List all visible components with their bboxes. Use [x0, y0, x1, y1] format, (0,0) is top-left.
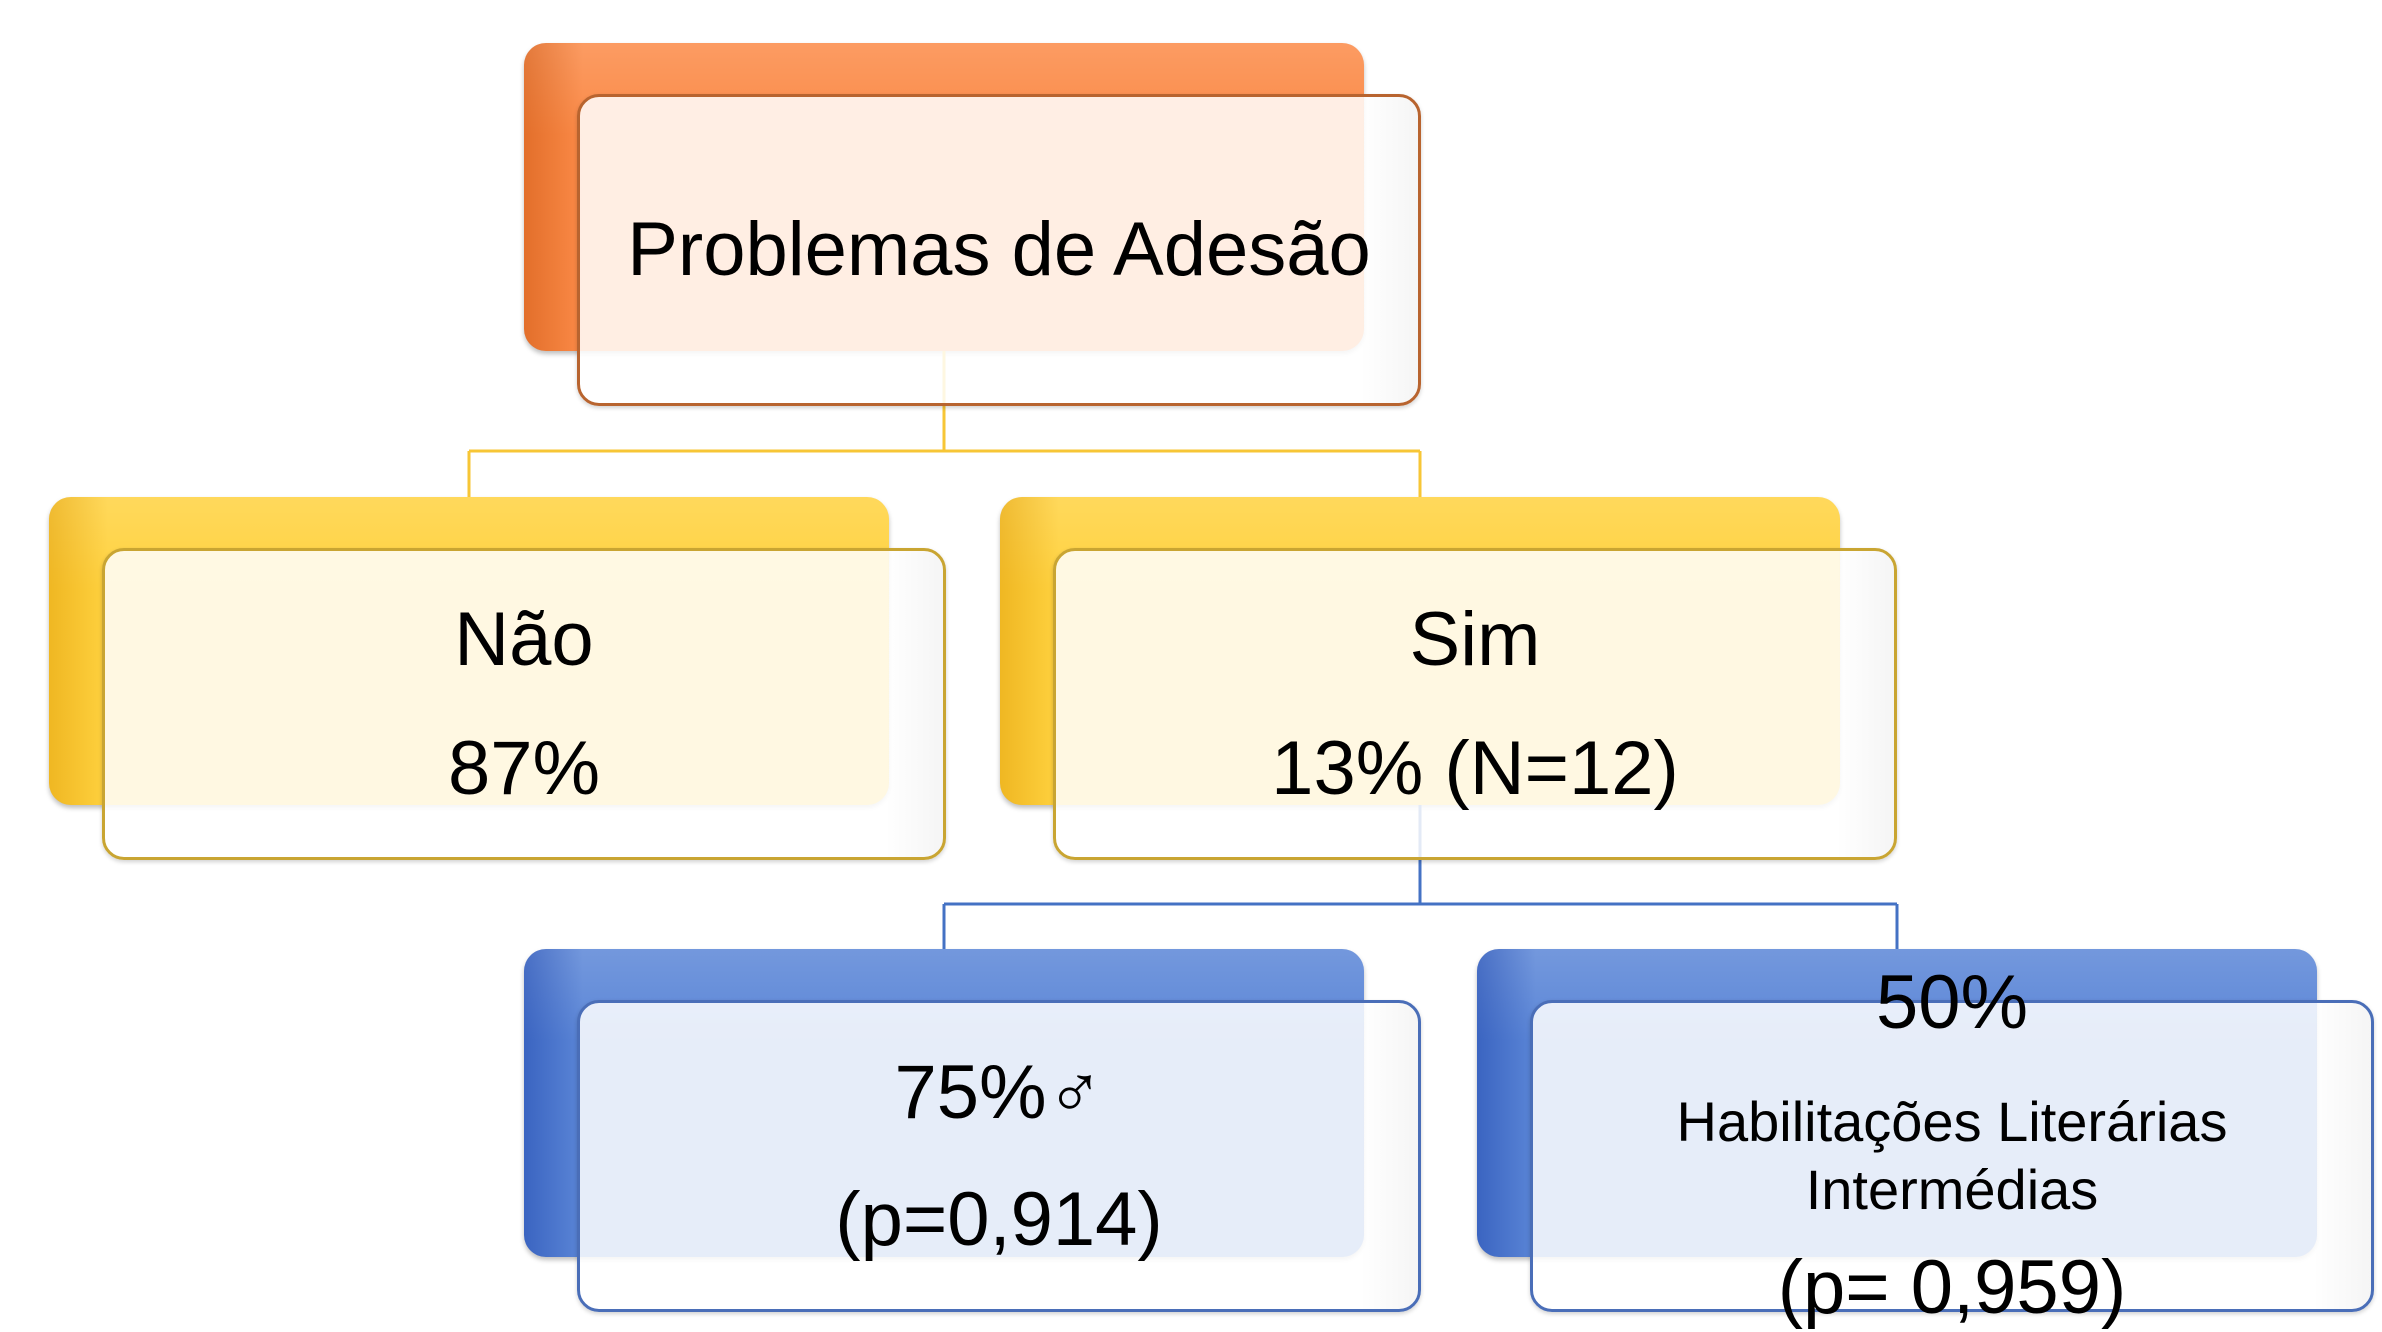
node-education-text: 50% Habilitações Literárias Intermédias …: [1533, 953, 2371, 1330]
node-nao-card: Não 87%: [102, 548, 946, 860]
node-sim-card: Sim 13% (N=12): [1053, 548, 1897, 860]
node-sim: Sim 13% (N=12): [1000, 497, 1897, 860]
node-nao: Não 87%: [49, 497, 946, 860]
node-sim-label: Sim: [1409, 597, 1541, 682]
node-education: 50% Habilitações Literárias Intermédias …: [1477, 949, 2374, 1330]
node-root: Problemas de Adesão: [524, 43, 1421, 406]
node-male: 75%♂ (p=0,914): [524, 949, 1421, 1312]
node-sim-value: 13% (N=12): [1271, 726, 1679, 811]
node-male-card: 75%♂ (p=0,914): [577, 1000, 1421, 1312]
node-education-value: 50%: [1875, 960, 2029, 1045]
node-root-label: Problemas de Adesão: [627, 207, 1371, 292]
node-education-p-value: (p= 0,959): [1777, 1245, 2127, 1330]
node-male-value: 75%♂: [894, 1050, 1104, 1135]
node-education-card: 50% Habilitações Literárias Intermédias …: [1530, 960, 2374, 1330]
node-root-card: Problemas de Adesão: [577, 94, 1421, 406]
node-nao-value: 87%: [447, 726, 601, 811]
node-education-label-line-1: Habilitações Literárias: [1676, 1090, 2228, 1153]
node-nao-label: Não: [454, 597, 594, 682]
node-male-p-value: (p=0,914): [835, 1177, 1163, 1262]
node-education-label-line-2: Intermédias: [1805, 1158, 2099, 1221]
